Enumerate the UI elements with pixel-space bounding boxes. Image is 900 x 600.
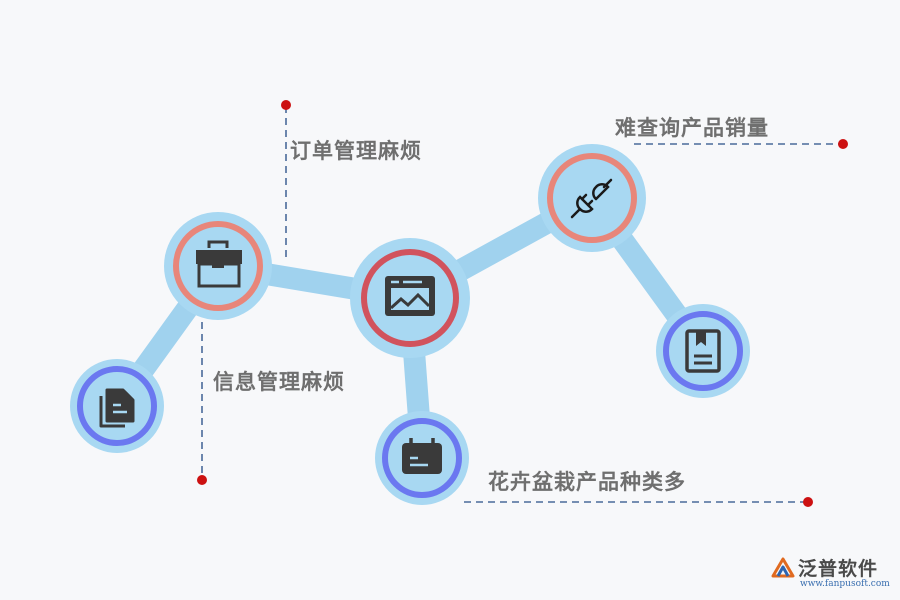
node-calendar: [375, 411, 469, 505]
dot-types: [803, 497, 813, 507]
plug-icon: [570, 178, 613, 219]
leader-dots: [197, 100, 848, 507]
dot-sales: [838, 139, 848, 149]
label-info-management: 信息管理麻烦: [213, 370, 345, 394]
document-icon: [99, 388, 135, 428]
node-plug: [538, 144, 646, 252]
bookmark-book-icon: [685, 329, 721, 373]
node-image-card: [350, 238, 470, 358]
node-bookmark-book: [656, 304, 750, 398]
dot-info: [197, 475, 207, 485]
brand-url: www.fanpusoft.com: [800, 579, 890, 589]
label-sales-query: 难查询产品销量: [615, 116, 769, 140]
brand-logo: 泛普软件 www.fanpusoft.com: [770, 554, 895, 598]
label-product-types: 花卉盆栽产品种类多: [488, 470, 686, 494]
leader-lines: [201, 106, 843, 503]
label-order-management: 订单管理麻烦: [290, 139, 422, 163]
brand-mark-icon: [771, 557, 795, 578]
node-document: [70, 359, 164, 453]
brand-name: 泛普软件: [798, 558, 879, 580]
calendar-icon: [402, 438, 442, 474]
node-toolbox: [164, 212, 272, 320]
image-card-icon: [385, 276, 435, 316]
toolbox-icon: [196, 240, 242, 288]
dot-order: [281, 100, 291, 110]
